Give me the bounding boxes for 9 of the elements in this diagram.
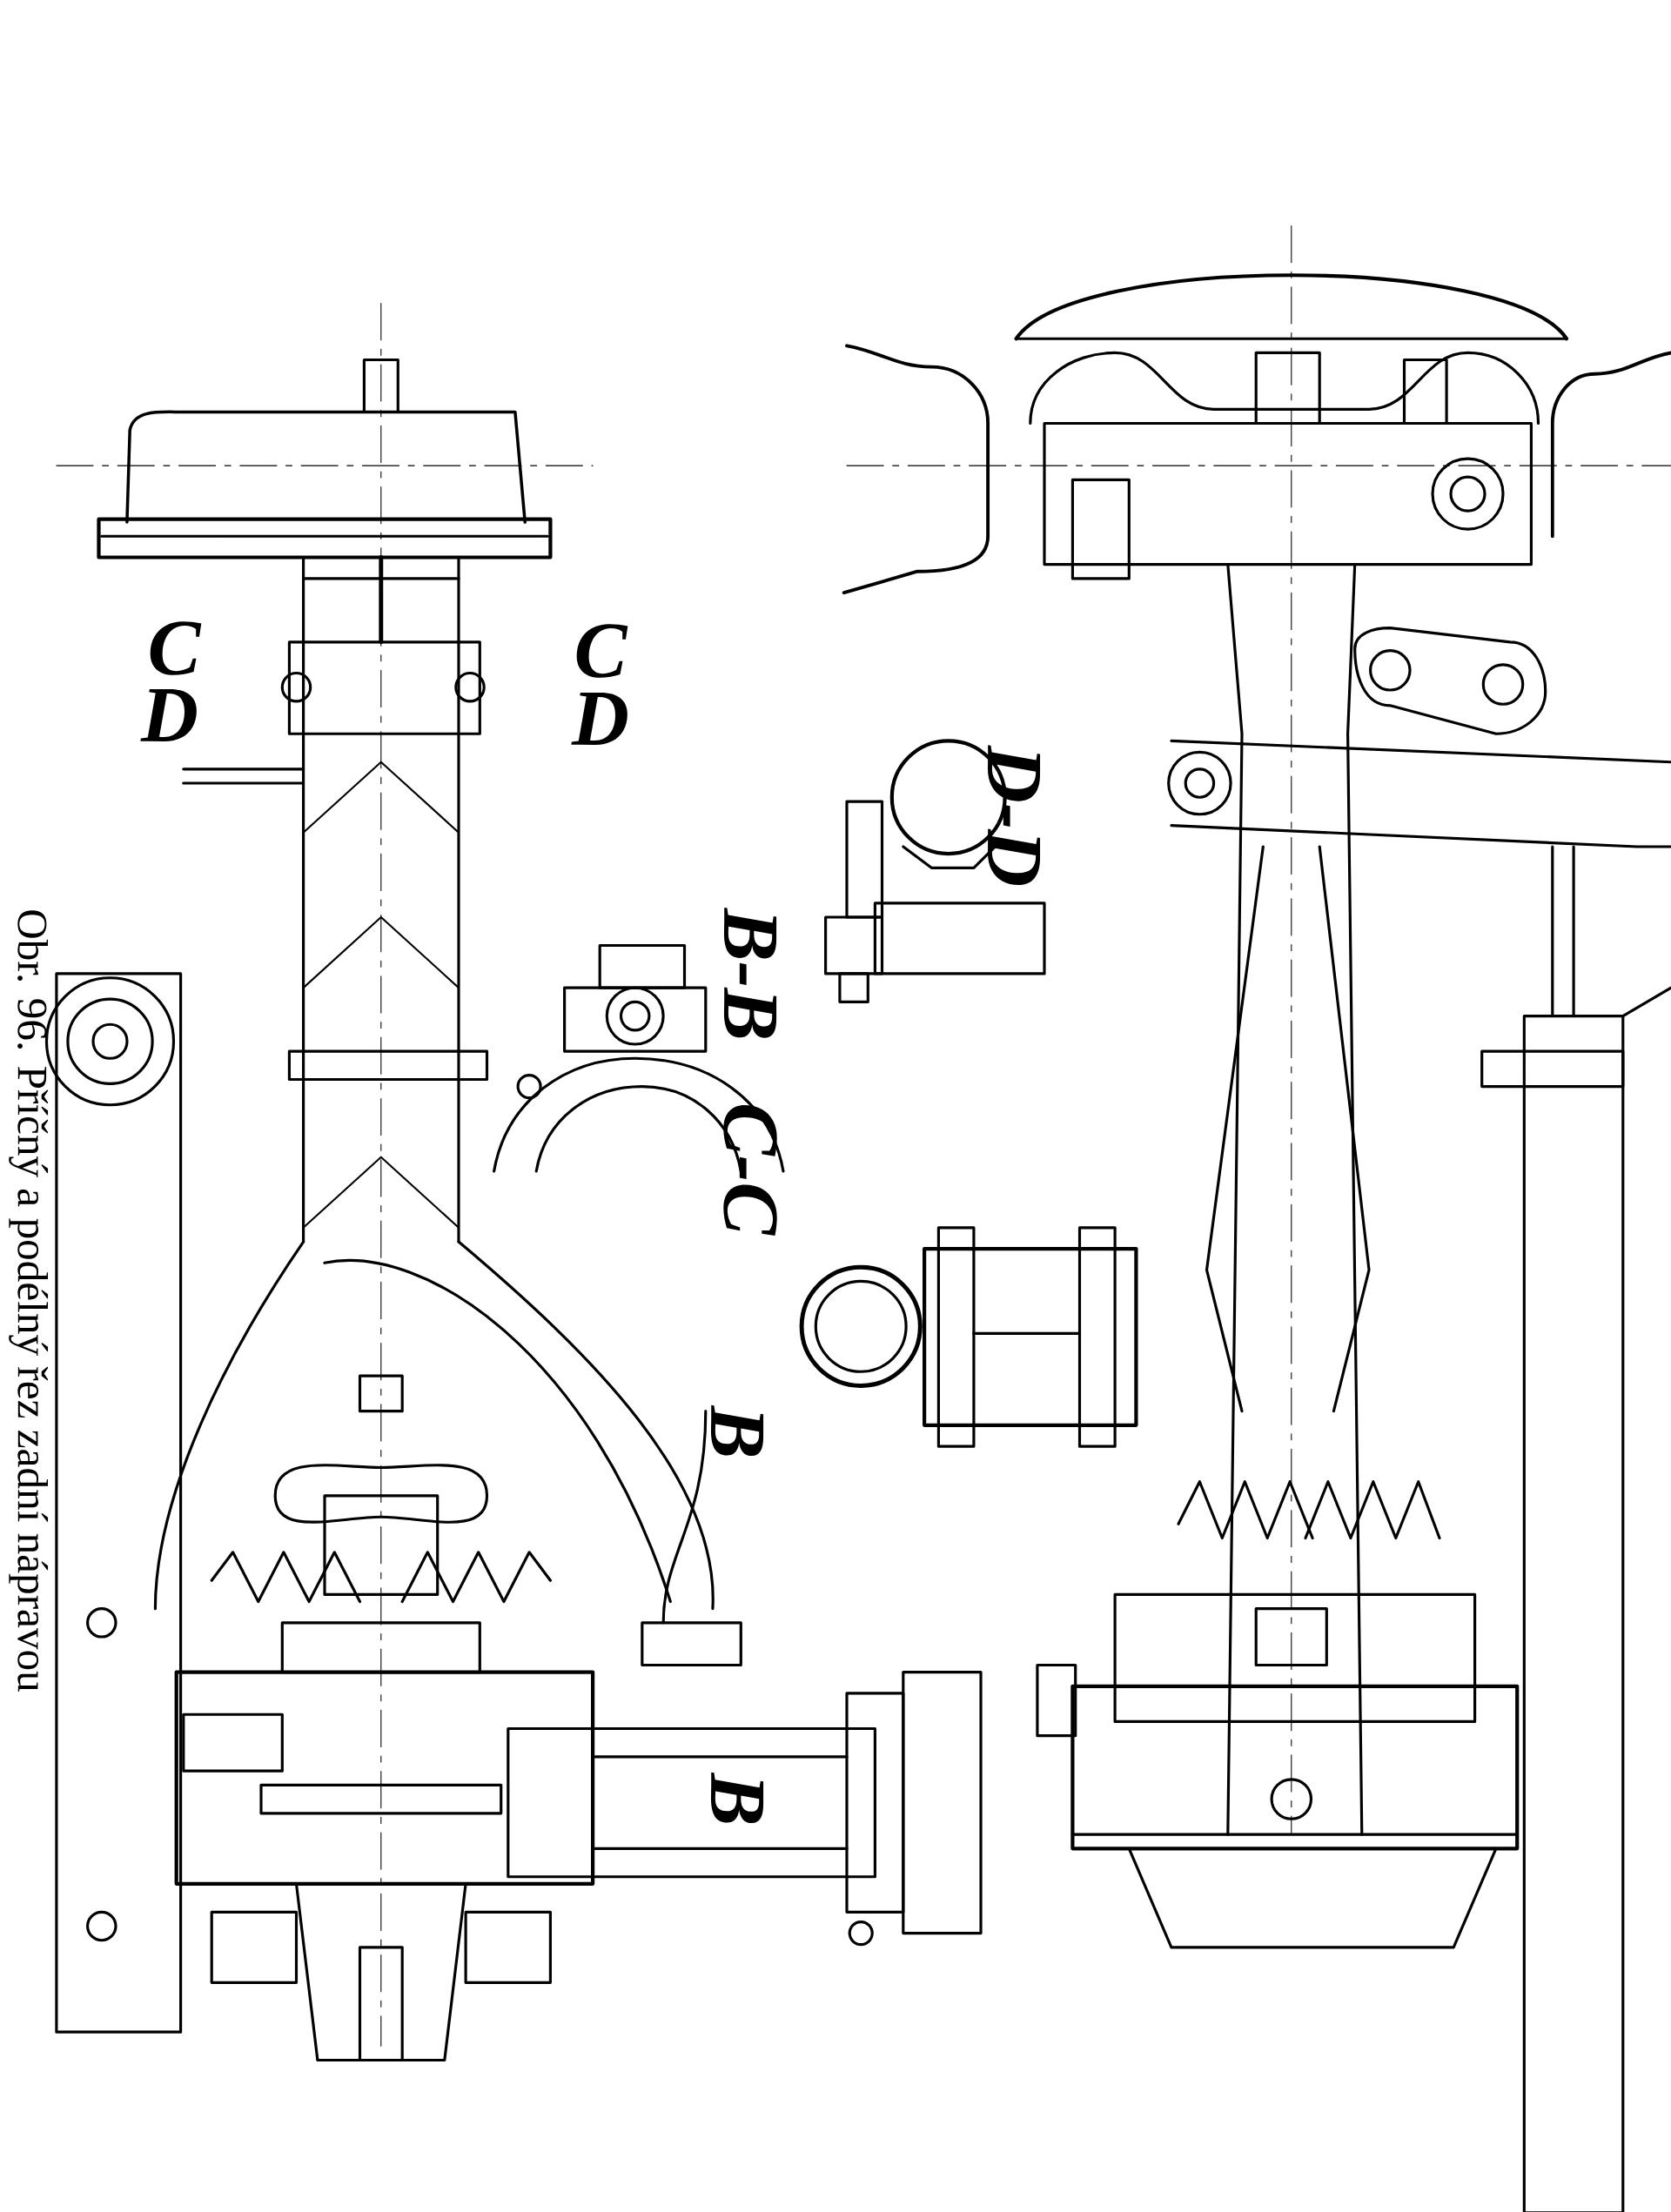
section-label: D-D: [988, 745, 1041, 886]
section-label: B-B: [723, 908, 777, 1038]
section-label: C: [150, 621, 202, 675]
caption: Obr. 96. Příčný a podélný řez zadní nápravou: [9, 910, 49, 1692]
section-label: C: [576, 624, 628, 678]
section-label: B: [710, 1772, 764, 1824]
section-label: D: [140, 689, 197, 741]
section-label: B: [710, 1404, 764, 1457]
section-label: D: [571, 693, 627, 745]
